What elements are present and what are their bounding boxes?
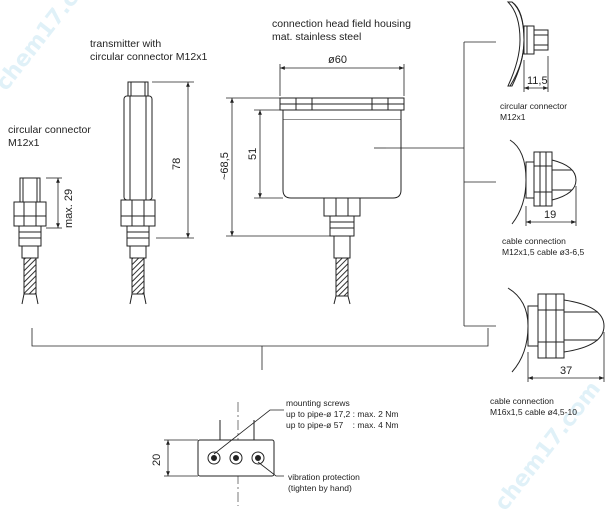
- option-cable-gland-large: [507, 287, 605, 373]
- dim-51: 51: [247, 148, 259, 160]
- dim-37: 37: [560, 365, 572, 377]
- dim-19: 19: [544, 209, 556, 221]
- label-circular-connector: circular connector M12x1: [8, 124, 91, 149]
- dim-max-29: max. 29: [63, 189, 75, 228]
- label-option-cable-small: cable connection M12x1,5 cable ø3-6,5: [502, 236, 585, 257]
- dim-20: 20: [151, 454, 163, 466]
- label-option-circular: circular connector M12x1: [500, 101, 568, 122]
- label-mounting-screws: mounting screws up to pipe-ø 17,2 : max.…: [286, 398, 399, 430]
- dim-78: 78: [171, 158, 183, 170]
- dim-68-5: ~68,5: [219, 152, 231, 180]
- transmitter: [120, 81, 156, 305]
- label-head-housing: connection head field housing mat. stain…: [272, 18, 411, 43]
- dim-11-5: 11,5: [527, 75, 548, 87]
- option-circular-connector: [506, 1, 549, 87]
- field-housing: [279, 97, 405, 305]
- dim-diameter-60: ø60: [328, 54, 347, 66]
- option-cable-gland-small: [509, 139, 577, 225]
- label-option-cable-large: cable connection M16x1,5 cable ø4,5-10: [490, 396, 577, 417]
- label-vibration-protection: vibration protection (tighten by hand): [288, 472, 360, 493]
- label-transmitter: transmitter with circular connector M12x…: [90, 38, 208, 63]
- circular-connector-left: [13, 177, 47, 305]
- mounting-clamp: [197, 402, 275, 506]
